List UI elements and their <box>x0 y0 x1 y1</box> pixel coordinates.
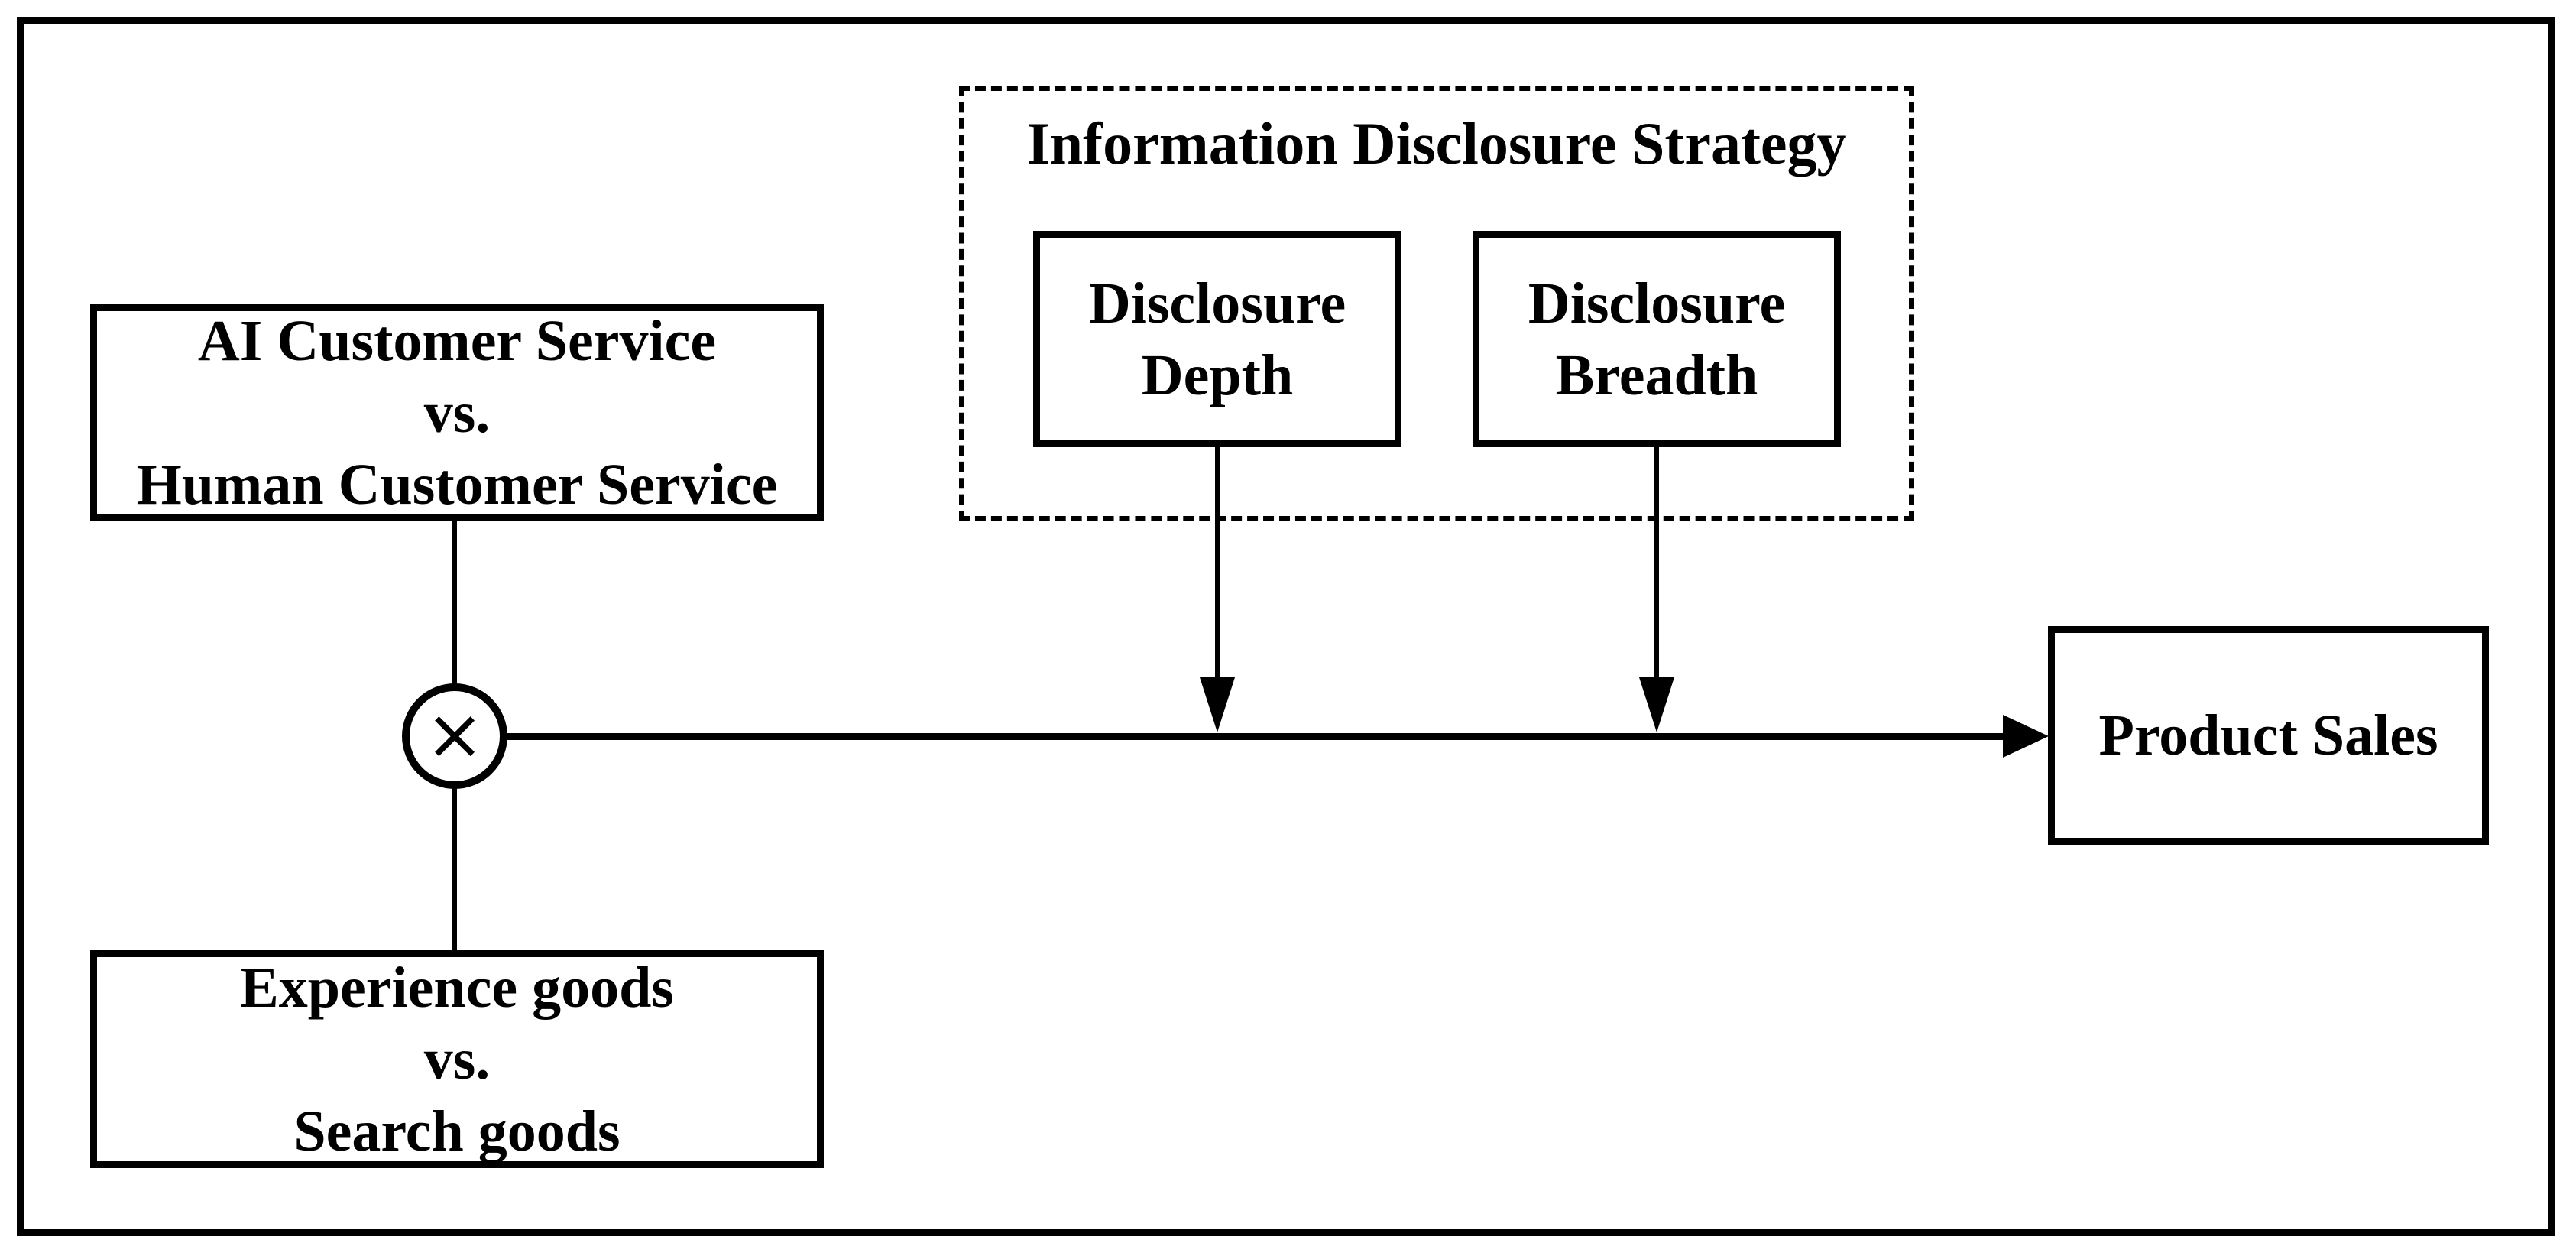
arrowhead-right-icon <box>2003 715 2049 758</box>
interaction-circle: × <box>402 683 507 789</box>
disclosure-depth-line-2: Depth <box>1141 342 1294 407</box>
disclosure-depth-line-1: Disclosure <box>1088 271 1346 336</box>
disclosure-depth-box: Disclosure Depth <box>1033 231 1401 447</box>
breadth-arrowhead-down-icon <box>1639 677 1674 732</box>
ai-vs-human-line-3: Human Customer Service <box>136 452 778 517</box>
multiplication-cross-icon: × <box>425 693 484 775</box>
product-sales-box: Product Sales <box>2048 626 2489 845</box>
ai-vs-human-line-2: vs. <box>423 380 491 445</box>
figure-border <box>17 17 2555 1236</box>
experience-vs-search-line-1: Experience goods <box>240 955 674 1020</box>
depth-arrowhead-down-icon <box>1200 677 1235 732</box>
experience-vs-search-line-3: Search goods <box>293 1099 621 1164</box>
disclosure-breadth-box: Disclosure Breadth <box>1473 231 1841 447</box>
experience-vs-search-line-2: vs. <box>423 1027 491 1092</box>
information-disclosure-strategy-title: Information Disclosure Strategy <box>1026 110 1847 177</box>
disclosure-breadth-line-2: Breadth <box>1555 342 1758 407</box>
breadth-effect-line <box>1654 447 1659 679</box>
product-sales-label: Product Sales <box>2098 703 2438 768</box>
ai-vs-human-customer-service-box: AI Customer Service vs. Human Customer S… <box>90 304 824 521</box>
ai-vs-human-line-1: AI Customer Service <box>197 308 717 373</box>
connector-ai-to-interaction <box>452 521 457 686</box>
connector-interaction-to-experience <box>452 787 457 950</box>
depth-effect-line <box>1215 447 1220 679</box>
disclosure-breadth-line-1: Disclosure <box>1528 271 1786 336</box>
main-effect-line <box>506 733 2010 740</box>
experience-vs-search-goods-box: Experience goods vs. Search goods <box>90 950 824 1168</box>
information-disclosure-strategy-group: Information Disclosure Strategy <box>959 86 1914 521</box>
